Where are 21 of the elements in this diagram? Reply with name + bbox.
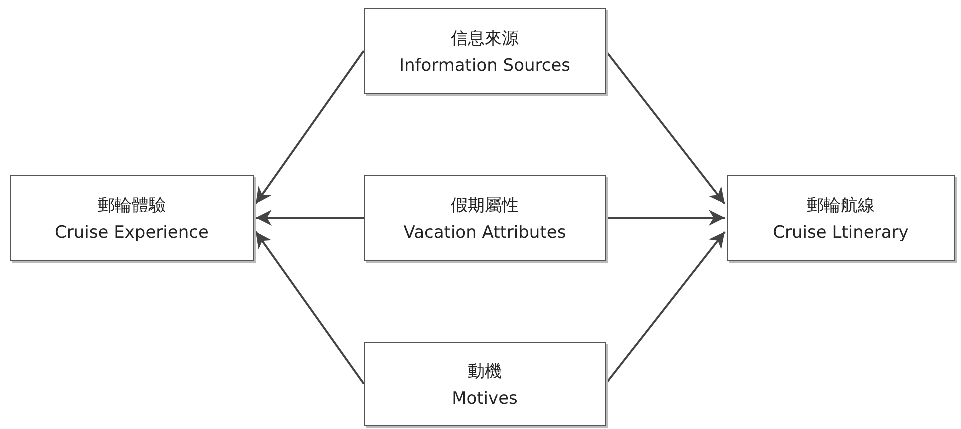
box-label: Cruise Ltinerary: [773, 222, 909, 242]
concept-box: [364, 175, 606, 261]
box-label: Motives: [452, 388, 518, 408]
concept-box: [364, 8, 606, 94]
box-label: Vacation Attributes: [404, 222, 566, 242]
concept-box: [364, 342, 606, 426]
concept-box: [727, 175, 955, 261]
box-label: 郵輪體驗: [98, 194, 166, 216]
box-label: 假期屬性: [451, 194, 519, 216]
arrow: [605, 231, 726, 385]
concept-box: [10, 175, 254, 261]
arrow: [605, 50, 726, 205]
arrow: [255, 50, 365, 205]
box-label: Cruise Experience: [55, 222, 209, 242]
box-label: Information Sources: [399, 56, 571, 76]
arrow: [606, 210, 725, 226]
arrow: [255, 231, 365, 385]
box-label: 信息來源: [451, 28, 519, 50]
box-label: 動機: [468, 360, 502, 382]
arrow: [256, 210, 364, 226]
box-label: 郵輪航線: [807, 194, 875, 216]
